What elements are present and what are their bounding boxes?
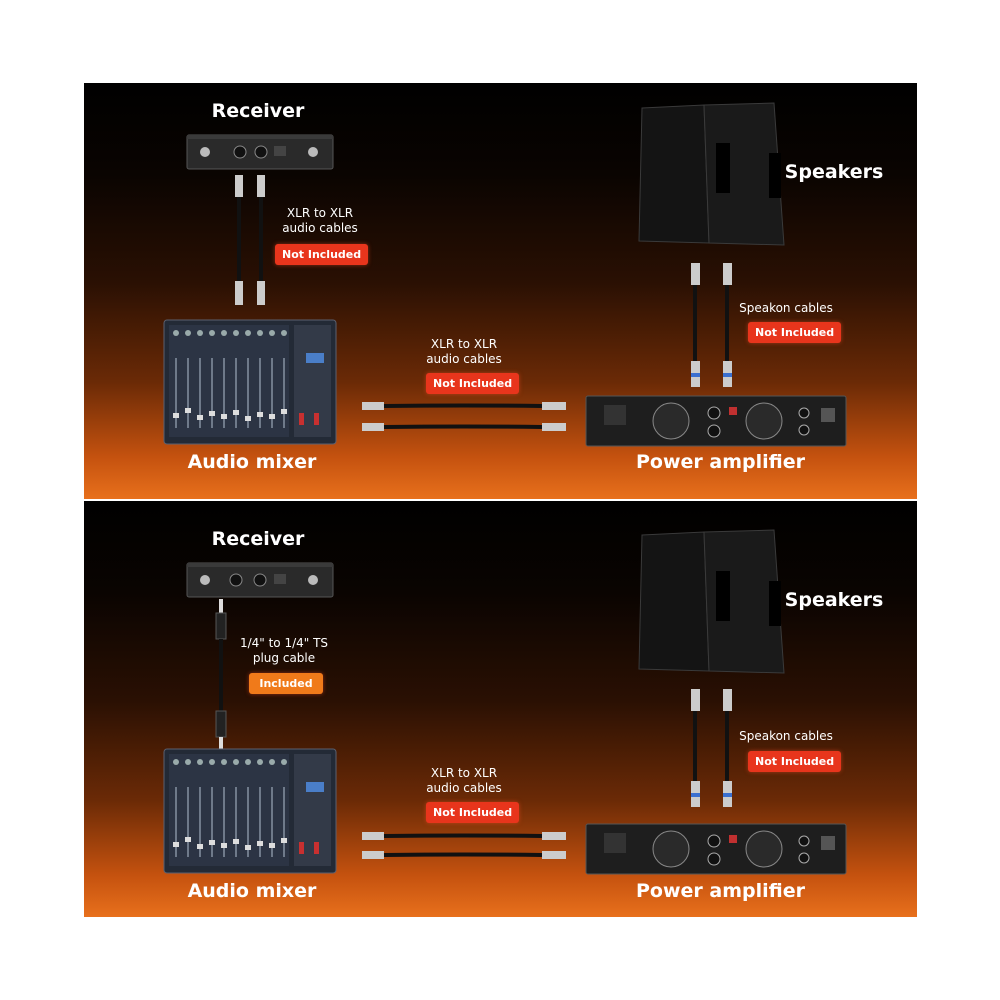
power-amplifier-label: Power amplifier — [636, 880, 805, 902]
receiver-device — [186, 562, 334, 598]
panel-1-graphics — [163, 102, 847, 447]
audio-mixer-device — [163, 319, 337, 445]
mixer-amp-cable-status-badge: Not Included — [426, 373, 520, 394]
speakers-device — [638, 529, 785, 674]
xlr-cable-pair-2 — [362, 402, 566, 431]
rx-mixer-cable-status-badge: Included — [249, 673, 323, 694]
mixer-amp-cable-caption: XLR to XLR audio cables — [414, 337, 514, 367]
speakon-cable-status-badge: Not Included — [748, 751, 842, 772]
power-amplifier-label: Power amplifier — [636, 451, 805, 473]
rx-mixer-cable-line2: audio cables — [282, 221, 358, 235]
xlr-cable-pair-1 — [235, 175, 265, 305]
speakon-cable-pair-2 — [691, 689, 732, 807]
audio-mixer-label: Audio mixer — [187, 880, 317, 902]
mixer-amp-cable-line1: XLR to XLR — [430, 337, 498, 351]
receiver-label: Receiver — [211, 100, 305, 122]
ts-plug-cable — [215, 599, 227, 749]
rx-mixer-cable-caption: 1/4" to 1/4" TS plug cable — [232, 636, 336, 666]
mixer-amp-cable-status-badge: Not Included — [426, 802, 520, 823]
panel-2-graphics — [163, 529, 847, 875]
rx-mixer-cable-line1: 1/4" to 1/4" TS — [239, 636, 329, 650]
receiver-label: Receiver — [211, 528, 305, 550]
power-amplifier-device — [585, 823, 847, 875]
receiver-device — [186, 134, 334, 170]
mixer-amp-cable-line1: XLR to XLR — [430, 766, 498, 780]
speakon-cable-status-badge: Not Included — [748, 322, 842, 343]
mixer-amp-cable-line2: audio cables — [426, 352, 502, 366]
rx-mixer-cable-line1: XLR to XLR — [286, 206, 354, 220]
audio-mixer-device — [163, 748, 337, 874]
audio-mixer-label: Audio mixer — [187, 451, 317, 473]
speakers-label: Speakers — [784, 589, 884, 611]
wiring-panel-ts: Receiver Speakers Audio mixer Power ampl… — [84, 501, 917, 917]
speakers-label: Speakers — [784, 161, 884, 183]
power-amplifier-device — [585, 395, 847, 447]
rx-mixer-cable-status-badge: Not Included — [275, 244, 369, 265]
mixer-amp-cable-caption: XLR to XLR audio cables — [414, 766, 514, 796]
speakon-cable-caption: Speakon cables — [739, 729, 833, 743]
speakers-device — [638, 102, 785, 246]
wiring-panel-xlr: Receiver Speakers Audio mixer Power ampl… — [84, 83, 917, 499]
speakon-cable-pair-1 — [691, 263, 732, 387]
rx-mixer-cable-line2: plug cable — [252, 651, 316, 665]
mixer-amp-cable-line2: audio cables — [426, 781, 502, 795]
xlr-cable-pair-3 — [362, 832, 566, 859]
rx-mixer-cable-caption: XLR to XLR audio cables — [270, 206, 370, 236]
speakon-cable-caption: Speakon cables — [739, 301, 833, 315]
